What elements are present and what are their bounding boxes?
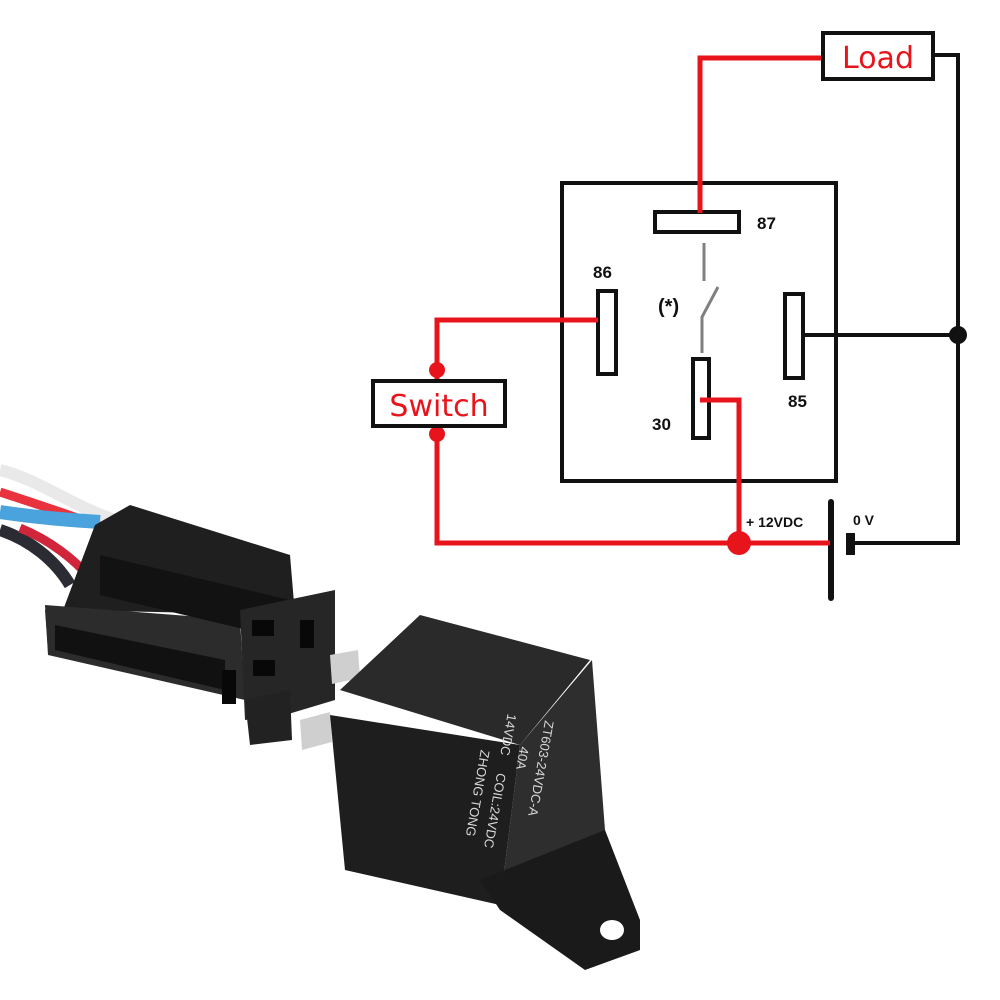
wire-86-to-switch — [434, 317, 598, 380]
relay-top-face — [340, 615, 590, 745]
junction-dot — [949, 326, 967, 344]
pin-85-terminal — [783, 292, 805, 380]
pin-85-label: 85 — [788, 392, 807, 411]
relay-terminal — [330, 650, 360, 684]
socket-terminal-slot — [222, 670, 236, 704]
battery-positive-label: + 12VDC — [746, 514, 803, 530]
wire-blue — [0, 505, 101, 529]
switch-terminal-bottom — [429, 426, 445, 442]
relay-mount-bracket — [480, 830, 640, 970]
pin-86-terminal — [596, 289, 618, 376]
pin-30-label: 30 — [652, 415, 671, 434]
wire-30-to-battery — [700, 397, 742, 543]
junction-dot-positive — [727, 531, 751, 555]
switch-terminal-top — [429, 362, 445, 378]
socket-terminal-slot — [253, 660, 275, 676]
load-label: Load — [842, 41, 914, 76]
battery-negative-plate — [846, 533, 855, 555]
pin-87-terminal — [653, 210, 741, 234]
battery-negative-label: 0 V — [853, 512, 875, 528]
wire-ground-return — [848, 53, 960, 545]
switch-symbol-label: (*) — [658, 296, 679, 318]
relay-photo: ZT603-24VDC-A 40A 14VDC COIL:24VDC ZHONG… — [300, 615, 640, 970]
wire-87-to-load — [697, 55, 823, 213]
pin-87-label: 87 — [757, 214, 776, 233]
wire-black — [0, 524, 76, 589]
relay-voltage-text: 14VDC — [497, 713, 519, 757]
relay-left-face — [330, 715, 520, 905]
relay-switch-arm — [700, 243, 720, 353]
relay-current-text: 40A — [513, 746, 532, 772]
wire-switch-to-battery — [434, 425, 830, 546]
socket-terminal-slot — [252, 620, 274, 636]
switch-box — [371, 379, 507, 428]
mount-hole — [600, 920, 624, 940]
socket-terminal-slot — [300, 620, 314, 648]
wire-white — [0, 464, 117, 526]
socket-slot — [55, 625, 225, 690]
pin-86-label: 86 — [593, 263, 612, 282]
load-box — [821, 31, 935, 81]
schematic: 87 86 85 30 (*) + 12VDC 0 V Load — [371, 31, 967, 601]
socket-bottom-tab — [245, 690, 292, 745]
switch-label: Switch — [389, 389, 488, 424]
relay-terminal — [300, 712, 332, 750]
relay-socket-photo — [0, 464, 335, 745]
